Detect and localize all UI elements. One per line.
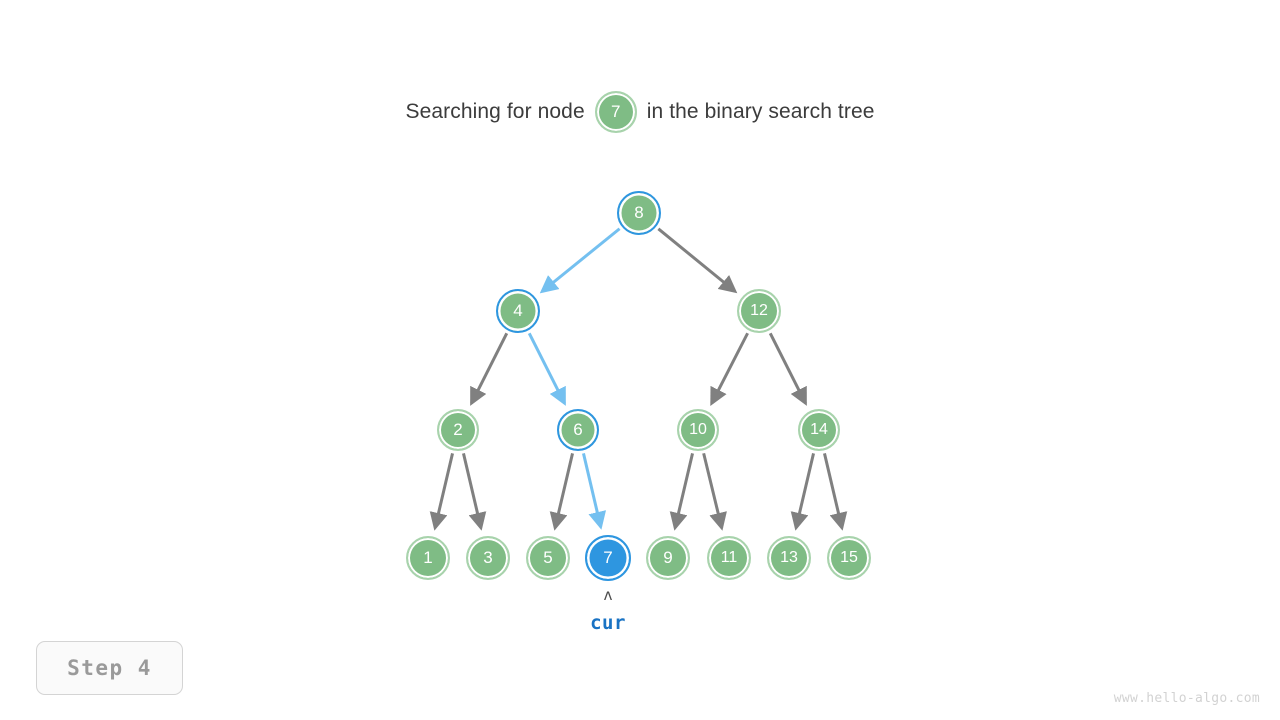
tree-edge [768,332,807,406]
cur-pointer-label: cur [590,612,626,634]
tree-node-8: 8 [617,191,661,235]
page-title: Searching for node 7 in the binary searc… [0,91,1280,133]
tree-edge [823,453,848,531]
tree-node-13: 13 [767,536,811,580]
tree-edge [702,452,727,531]
tree-node-4: 4 [496,289,540,333]
cur-caret-icon: ʌ [603,586,613,604]
step-badge-label: Step 4 [67,656,152,680]
tree-edge [669,453,694,531]
step-badge: Step 4 [36,641,183,695]
tree-node-11: 11 [707,536,751,580]
tree-node-6: 6 [557,409,599,451]
tree-edge [470,332,509,406]
tree-node-2: 2 [437,409,479,451]
tree-node-15: 15 [827,536,871,580]
watermark: www.hello-algo.com [1113,691,1260,706]
tree-node-12: 12 [737,289,781,333]
tree-edge [710,332,749,406]
tree-node-3: 3 [466,536,510,580]
tree-edge [539,227,621,294]
tree-edge [790,453,815,531]
cur-pointer: ʌ cur [568,586,648,635]
tree-node-9: 9 [646,536,690,580]
tree-node-14: 14 [798,409,840,451]
tree-node-10: 10 [677,409,719,451]
tree-edge [462,453,487,531]
tree-edge [582,453,607,530]
tree-node-1: 1 [406,536,450,580]
tree-edge [429,453,454,531]
tree-node-5: 5 [526,536,570,580]
title-target-node: 7 [594,91,637,133]
tree-edge [657,227,738,294]
tree-edge [549,453,574,531]
page-title-prefix: Searching for node [405,100,585,123]
tree-node-7: 7 [585,535,631,581]
page-title-suffix: in the binary search tree [646,100,875,123]
tree-edge [527,332,566,406]
